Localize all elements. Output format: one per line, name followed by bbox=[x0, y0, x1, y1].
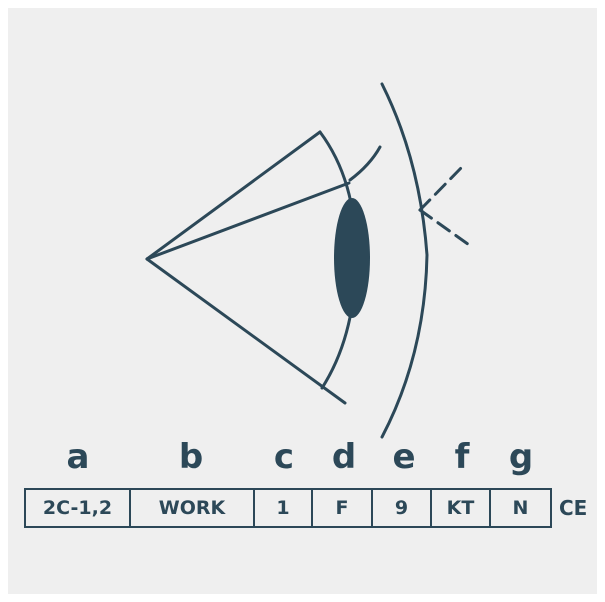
ce-mark: CE bbox=[559, 488, 587, 528]
light-ray-upper bbox=[420, 167, 462, 210]
light-ray-lower bbox=[420, 210, 472, 247]
marking-field-d: F bbox=[313, 490, 373, 526]
marking-field-f: KT bbox=[432, 490, 491, 526]
eye-shield-arc bbox=[382, 84, 427, 437]
legend-letter-c: c bbox=[274, 437, 294, 477]
eye-upper-line bbox=[147, 132, 320, 259]
legend-letter-d: d bbox=[332, 437, 356, 477]
marking-field-a: 2C-1,2 bbox=[26, 490, 131, 526]
marking-field-b: WORK bbox=[131, 490, 255, 526]
legend-letter-b: b bbox=[179, 437, 203, 477]
eye-lid-arc bbox=[350, 147, 380, 180]
legend-letters: a b c d e f g bbox=[0, 437, 605, 487]
eye-gaze-line bbox=[147, 183, 349, 259]
legend-letter-a: a bbox=[67, 437, 90, 477]
marking-field-e: 9 bbox=[373, 490, 432, 526]
marking-code-box: 2C-1,2 WORK 1 F 9 KT N bbox=[24, 488, 552, 528]
eye-lower-line bbox=[147, 259, 345, 403]
eye-lens-ellipse bbox=[334, 198, 370, 318]
marking-field-c: 1 bbox=[255, 490, 313, 526]
legend-letter-f: f bbox=[455, 437, 470, 477]
marking-field-g: N bbox=[491, 490, 550, 526]
legend-letter-e: e bbox=[392, 437, 415, 477]
legend-letter-g: g bbox=[509, 437, 533, 477]
